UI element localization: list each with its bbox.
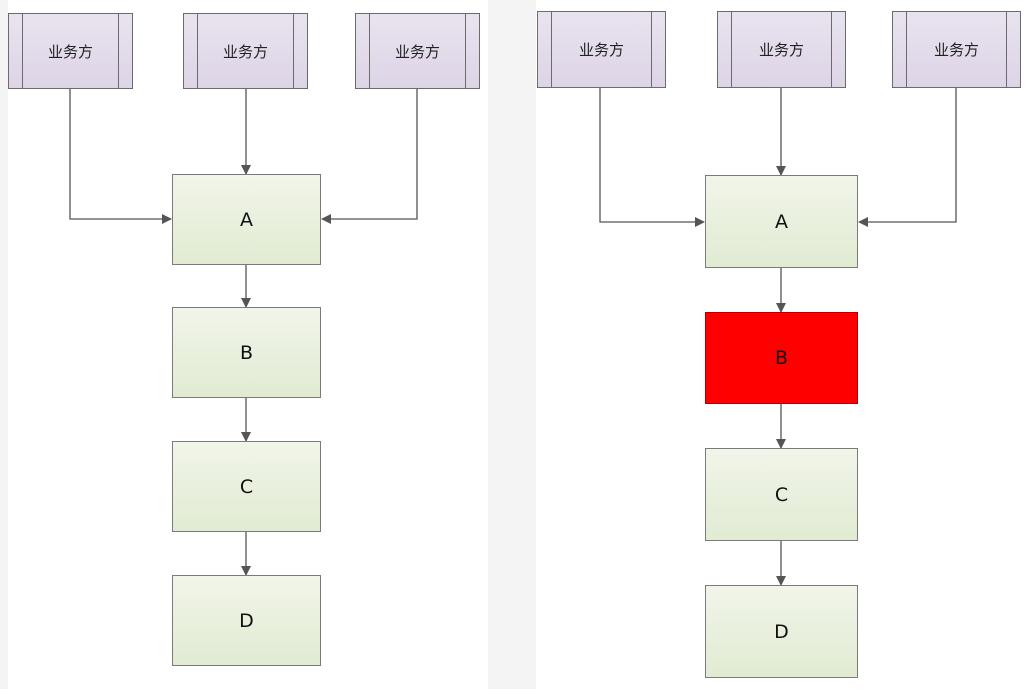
- right-party-1: 业务方: [537, 11, 666, 88]
- left-connector-party1-to-a: [69, 89, 172, 224]
- right-party-3: 业务方: [892, 11, 1021, 88]
- right-node-c: C: [705, 448, 858, 541]
- left-party-2: 业务方: [183, 13, 308, 89]
- right-node-a: A: [705, 175, 858, 268]
- left-node-a: A: [172, 174, 321, 265]
- left-node-b: B: [172, 307, 321, 398]
- left-node-c: C: [172, 441, 321, 532]
- left-node-d: D: [172, 575, 321, 666]
- right-node-d: D: [705, 585, 858, 678]
- left-party-1: 业务方: [8, 13, 133, 89]
- right-node-b-failed: B: [705, 312, 858, 404]
- right-connector-party1-to-a: [599, 88, 705, 227]
- left-party-3: 业务方: [355, 13, 480, 89]
- right-party-2: 业务方: [717, 11, 846, 88]
- left-connector-party3-to-a: [321, 89, 418, 224]
- right-connector-party3-to-a: [858, 88, 957, 227]
